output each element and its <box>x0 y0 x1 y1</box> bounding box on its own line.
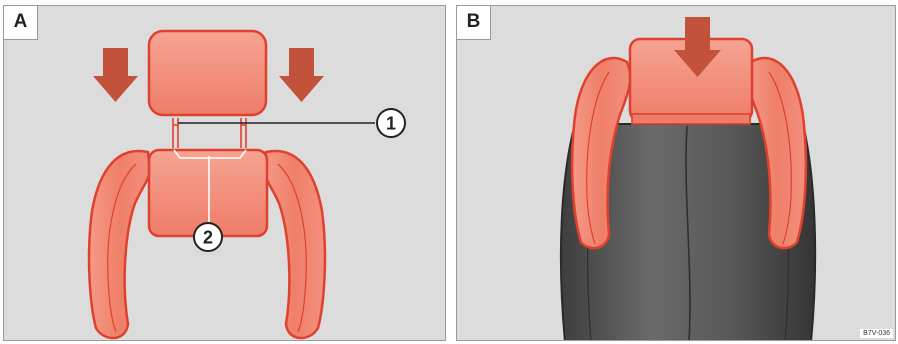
headrest-cushion <box>149 31 266 115</box>
panel-a-drawing: 1 2 <box>4 6 446 341</box>
callout-2-number: 2 <box>203 228 213 248</box>
panel-b-label: B <box>457 6 491 40</box>
headrest-base <box>632 114 750 124</box>
panel-a-label: A <box>4 6 38 40</box>
right-down-arrow <box>279 48 324 102</box>
panel-a: 1 2 A <box>3 5 446 341</box>
panel-b: B B7V-036 <box>456 5 896 341</box>
panel-b-drawing <box>457 6 896 341</box>
left-down-arrow <box>93 48 138 102</box>
callout-1-number: 1 <box>386 114 396 134</box>
seat-left-wing <box>89 151 150 338</box>
seat-right-wing <box>264 151 325 338</box>
image-code: B7V-036 <box>860 329 893 338</box>
